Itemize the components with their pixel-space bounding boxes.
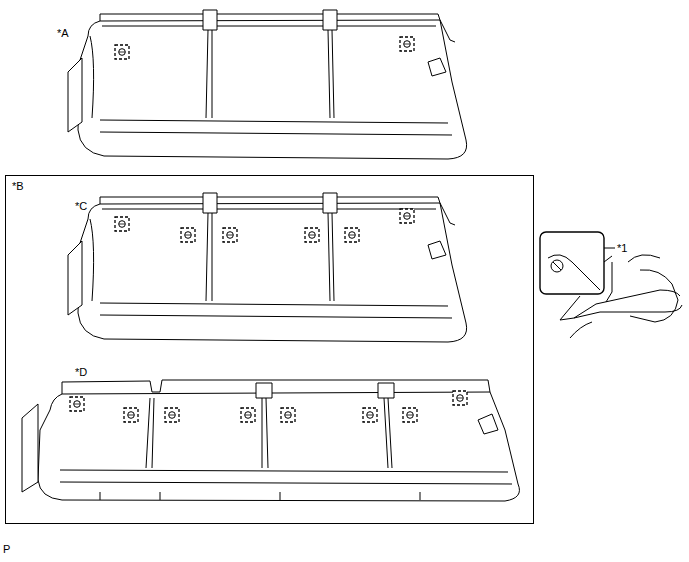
callout-label: *C (75, 200, 87, 212)
seat-cushion (68, 193, 467, 342)
clip-symbol (400, 37, 414, 51)
clip-symbol (403, 408, 417, 422)
clip-remover-inset (540, 232, 682, 338)
clip-symbol (124, 408, 138, 422)
callout-label: *1 (617, 242, 627, 254)
clip-symbol (345, 228, 359, 242)
clip-symbol (281, 408, 295, 422)
clip-symbol (363, 408, 377, 422)
clip-symbol (181, 228, 195, 242)
seat-cushion (68, 10, 467, 159)
clip-symbol (223, 228, 237, 242)
clip-symbol (70, 397, 84, 411)
clip-symbol (400, 209, 414, 223)
callout-label: *A (57, 27, 69, 39)
callout-label: P (3, 543, 10, 555)
callout-label: *D (75, 366, 87, 378)
clip-symbol (305, 228, 319, 242)
clip-symbol (453, 391, 467, 405)
clip-symbol (165, 408, 179, 422)
clip-symbol (115, 45, 129, 59)
group-frame: *B (5, 175, 534, 524)
seat-cushion-wide (22, 380, 519, 501)
clip-symbol (115, 217, 129, 231)
group-label: *B (12, 180, 24, 192)
clip-symbol (241, 408, 255, 422)
